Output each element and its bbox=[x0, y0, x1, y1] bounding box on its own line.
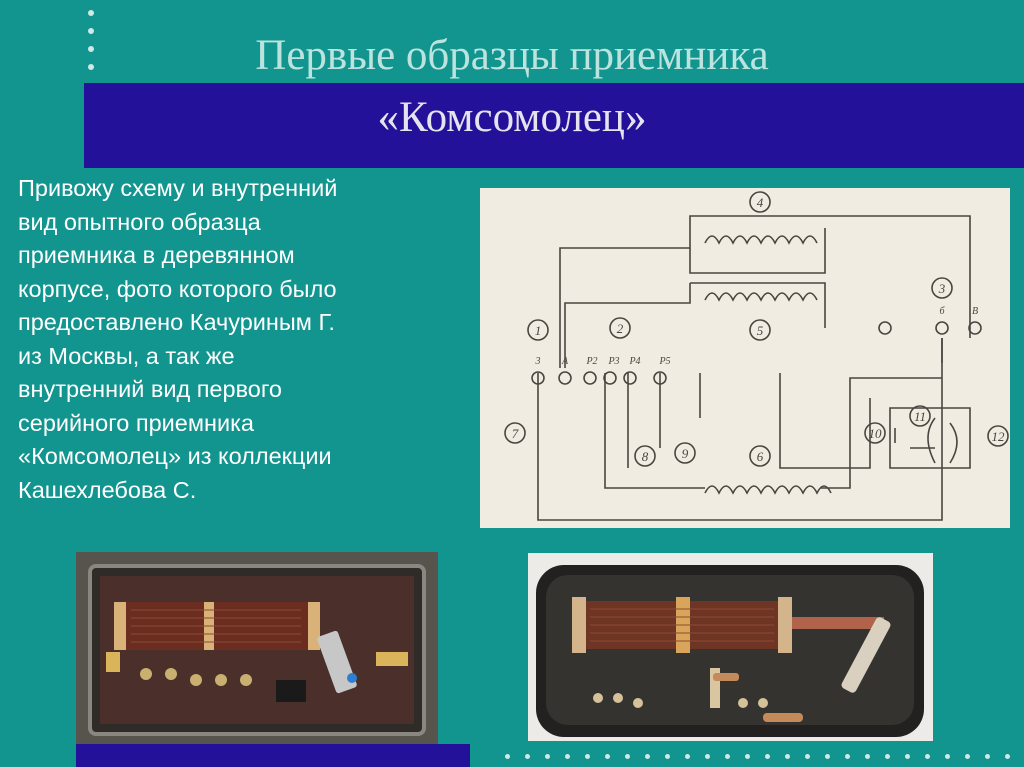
terminal-label: Р2 bbox=[585, 356, 597, 367]
schematic-label: 6 bbox=[757, 449, 764, 464]
serial-receiver-interior-photo bbox=[528, 553, 933, 741]
terminal-label: 3 bbox=[535, 356, 541, 367]
body-line: предоставлено Качуриным Г. bbox=[18, 309, 335, 335]
body-line: внутренний вид первого bbox=[18, 376, 282, 402]
body-line: Привожу схему и внутренний bbox=[18, 175, 338, 201]
body-line: вид опытного образца bbox=[18, 208, 261, 235]
body-line: «Комсомолец» из коллекции bbox=[18, 443, 332, 469]
schematic-label: 1 bbox=[535, 323, 542, 338]
terminal-label: Р3 bbox=[607, 356, 619, 367]
terminal-label: Р5 bbox=[658, 356, 670, 367]
slide-title-line1: Первые образцы приемника bbox=[255, 32, 769, 79]
schematic-label: 4 bbox=[757, 195, 764, 210]
body-line: Кашехлебова С. bbox=[18, 476, 197, 503]
schematic-label: 8 bbox=[642, 449, 649, 464]
schematic-drawing: 4 1 2 3 5 6 7 8 9 10 11 12 3 А Р2 Р3 Р4 … bbox=[504, 191, 1009, 521]
body-line: серийного приемника bbox=[18, 409, 254, 436]
schematic-label: 7 bbox=[512, 426, 519, 441]
body-line: приемника в деревянном bbox=[18, 242, 295, 268]
schematic-label: 10 bbox=[869, 426, 883, 441]
decorative-dots-vertical bbox=[88, 10, 98, 72]
schematic-label: 9 bbox=[682, 446, 689, 461]
decorative-dots-horizontal bbox=[505, 754, 1024, 764]
terminal-label: В bbox=[972, 306, 978, 317]
title-band bbox=[84, 83, 1024, 168]
prototype-interior-photo bbox=[76, 552, 438, 748]
schematic-label: 11 bbox=[914, 409, 926, 424]
schematic-label: 2 bbox=[617, 321, 624, 336]
slide-title-line2: «Комсомолец» bbox=[377, 94, 647, 141]
terminal-label: Р4 bbox=[628, 356, 640, 367]
schematic-label: 3 bbox=[938, 281, 946, 296]
terminal-label: А bbox=[561, 356, 569, 367]
terminal-label: б bbox=[939, 306, 945, 317]
bottom-band bbox=[76, 744, 470, 767]
prototype-photo-drawing bbox=[76, 552, 438, 748]
receiver-schematic-image: 4 1 2 3 5 6 7 8 9 10 11 12 3 А Р2 Р3 Р4 … bbox=[480, 188, 1010, 528]
body-line: корпусе, фото которого было bbox=[18, 275, 337, 302]
serial-photo-drawing bbox=[528, 553, 933, 741]
body-line: из Москвы, а так же bbox=[18, 342, 235, 369]
body-text: Привожу схему и внутренний вид опытного … bbox=[18, 172, 470, 507]
schematic-label: 5 bbox=[757, 323, 764, 338]
schematic-label: 12 bbox=[992, 429, 1006, 444]
